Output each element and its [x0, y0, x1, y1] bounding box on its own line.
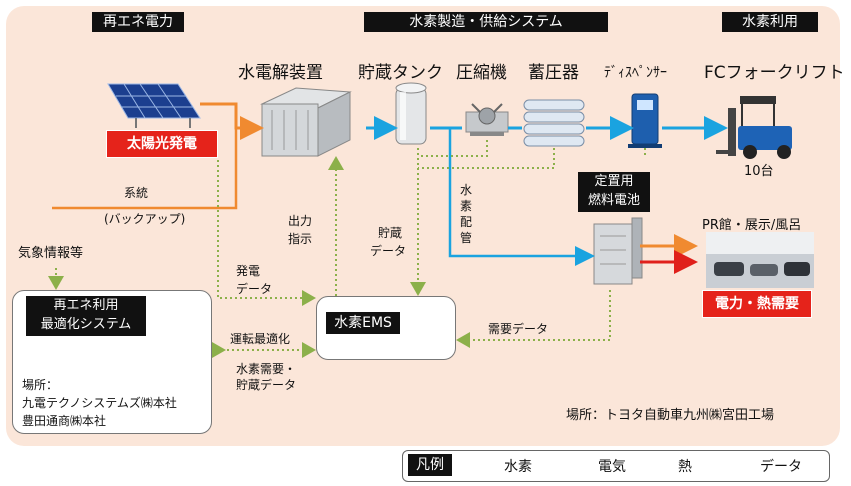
label-demand-data: 需要データ [488, 322, 549, 336]
label-storage: 貯蔵 [378, 226, 403, 240]
electricity-arrow-solar [200, 102, 264, 140]
dispenser-icon [628, 93, 662, 148]
fuel-cell-label-2: 燃料電池 [587, 193, 640, 208]
label-grid: 系統 [124, 186, 149, 200]
re-optimization-label-2: 最適化システム [40, 317, 132, 332]
location-label: 場所： [22, 378, 59, 392]
label-forklift: FCフォークリフト [704, 63, 845, 83]
forklift-icon [716, 96, 792, 159]
compressor-icon [465, 103, 509, 136]
site-location: 場所：トヨタ自動車九州㈱宮田工場 [566, 408, 775, 423]
solar-power-box: 太陽光発電 [106, 130, 218, 158]
label-electrolyzer: 水電解装置 [238, 63, 323, 83]
label-storage-data: データ [370, 244, 407, 258]
demand-box: 電力・熱需要 [702, 290, 812, 318]
storage-tank-icon [395, 82, 427, 145]
label-operation-optimization: 運転最適化 [230, 332, 291, 346]
legend-electricity: 電気 [598, 459, 626, 475]
h2-pipe-char-2: 素 [460, 199, 473, 213]
label-generation: 発電 [236, 264, 261, 278]
label-h2-demand: 水素需要・ [236, 362, 297, 376]
label-h2-pipe: 水 素 配 管 [460, 182, 472, 246]
data-line-compressor [418, 140, 488, 157]
electricity-line-grid [52, 128, 238, 210]
label-weather: 気象情報等 [18, 246, 84, 261]
label-generation-data: データ [236, 282, 273, 296]
data-arrow-demand [456, 290, 611, 348]
label-accumulator: 蓄圧器 [528, 63, 579, 83]
legend-data: データ [760, 459, 802, 475]
label-storage-data-2: 貯蔵データ [236, 378, 297, 392]
header-renewable: 再エネ電力 [92, 12, 184, 32]
h2-pipe-char-3: 配 [460, 215, 473, 229]
label-pr-hall: PR館・展示/風呂 [702, 218, 802, 233]
pr-hall-photo [706, 232, 814, 288]
label-compressor: 圧縮機 [456, 63, 507, 83]
solar-panel-icon [107, 83, 201, 128]
re-optimization-label-1: 再エネ利用 [53, 298, 119, 313]
fuel-cell-icon [593, 217, 643, 285]
hydrogen-pipe-arrow [448, 128, 595, 266]
label-grid-backup: (バックアップ) [104, 212, 186, 226]
label-dispenser: ﾃﾞｨｽﾍﾟﾝｻｰ [604, 65, 667, 81]
label-forklift-count: 10台 [744, 164, 774, 179]
h2-pipe-char-4: 管 [460, 231, 473, 245]
label-storage-tank: 貯蔵タンク [358, 63, 443, 83]
header-hydrogen-use: 水素利用 [722, 12, 818, 32]
legend-title: 凡例 [408, 454, 452, 476]
label-output: 出力 [288, 214, 313, 228]
hydrogen-ems-box: 水素EMS [326, 312, 400, 334]
legend [402, 450, 830, 482]
header-hydrogen-system: 水素製造・供給システム [364, 12, 608, 32]
legend-heat: 熱 [678, 459, 692, 475]
legend-hydrogen: 水素 [504, 459, 532, 475]
electrolyzer-icon [260, 87, 352, 157]
accumulator-icon [523, 99, 585, 147]
fuel-cell-box: 定置用 燃料電池 [578, 172, 650, 212]
location-toyota-tsusho: 豊田通商㈱本社 [22, 414, 107, 428]
re-optimization-system-box: 再エネ利用 最適化システム [26, 296, 146, 336]
data-arrow-generation [217, 160, 316, 306]
label-output-instruction: 指示 [288, 232, 313, 246]
h2-pipe-char-1: 水 [460, 183, 473, 197]
data-line-accumulator [418, 148, 555, 169]
location-kyuden: 九電テクノシステムズ㈱本社 [22, 396, 177, 410]
fuel-cell-label-1: 定置用 [594, 174, 634, 189]
